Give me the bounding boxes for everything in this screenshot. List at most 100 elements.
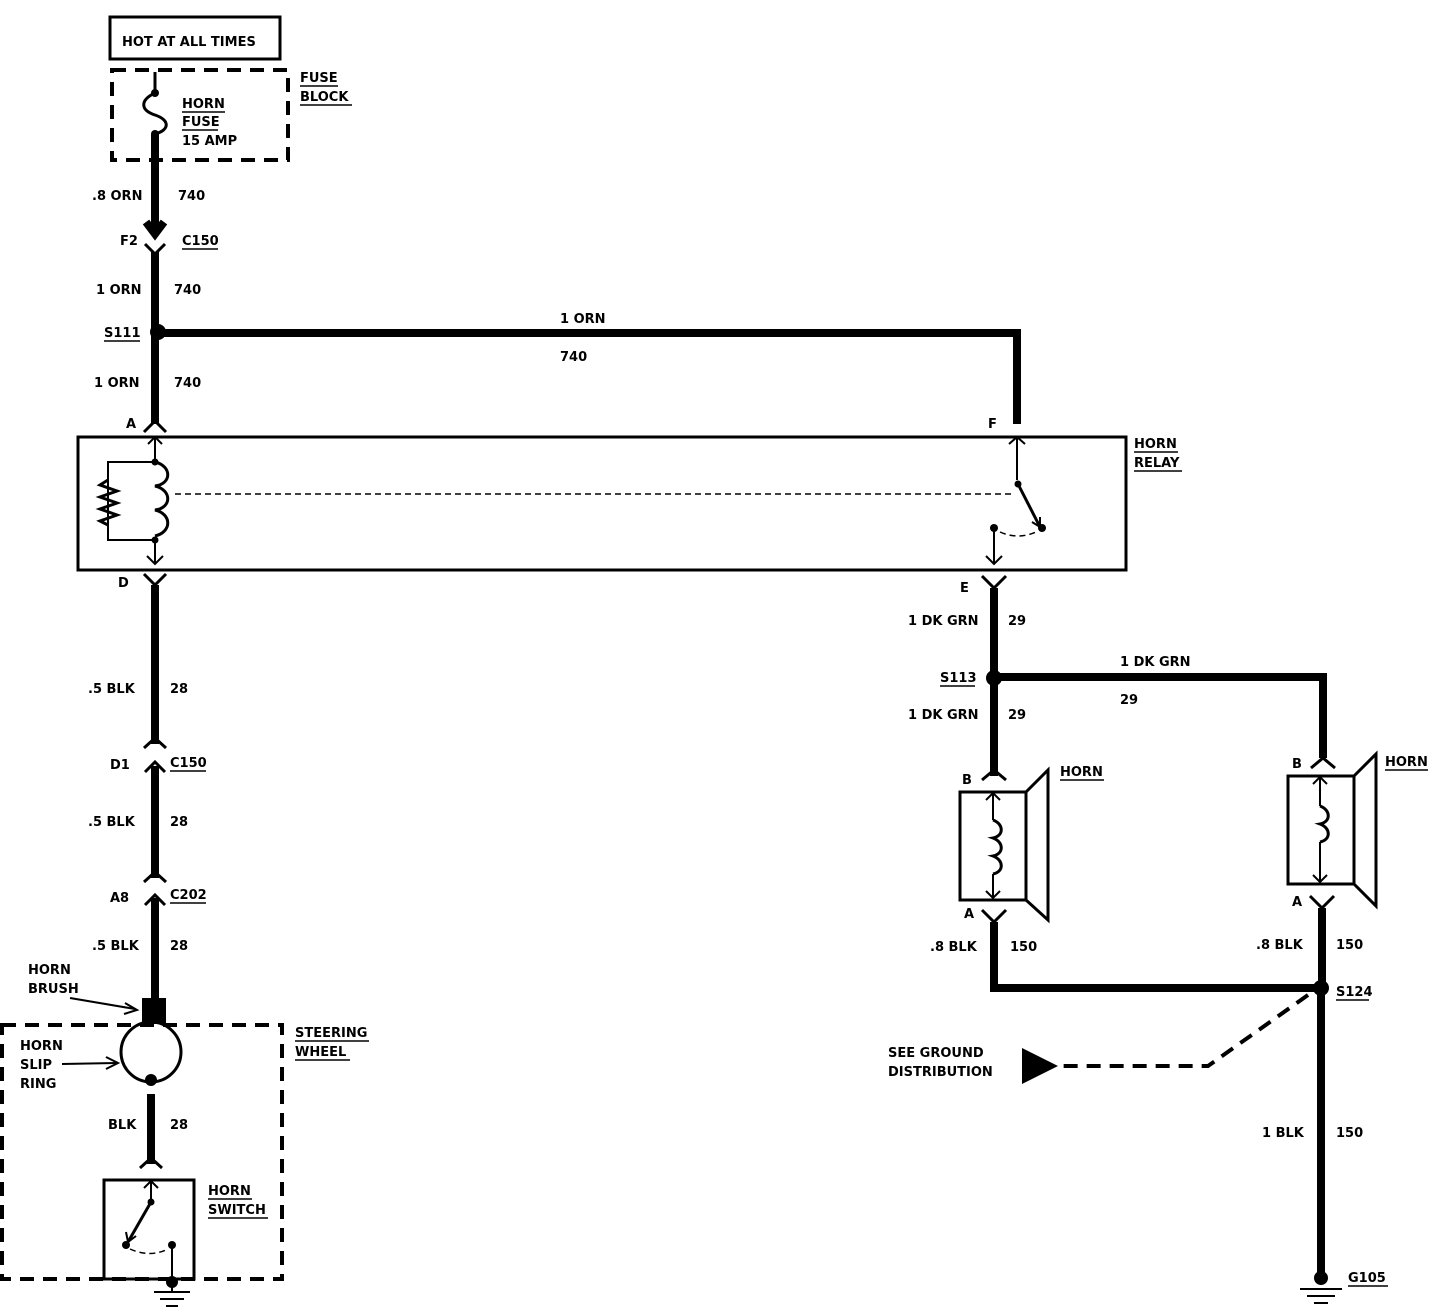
relay-resistor-icon xyxy=(95,478,122,527)
horn-pin-a: A xyxy=(1292,895,1302,910)
horn-fuse-label-line3: 15 AMP xyxy=(182,134,237,149)
relay-pin-e: E xyxy=(960,581,969,596)
wire-circuit-label: 29 xyxy=(1008,708,1026,723)
wire-circuit-label: 150 xyxy=(1336,938,1363,953)
horn-switch-contacts-icon xyxy=(122,1179,176,1282)
horn-switch-label-line2: SWITCH xyxy=(208,1203,266,1218)
relay-pin-f: F xyxy=(988,417,997,432)
see-ground-label-line2: DISTRIBUTION xyxy=(888,1065,993,1080)
horn-fuse-label-line2: FUSE xyxy=(182,115,220,130)
wire-s111-to-relay-f: 1 ORN 740 xyxy=(158,312,1021,424)
wire-color-label: .8 ORN xyxy=(92,189,142,204)
wire-color-label: 1 DK GRN xyxy=(1120,655,1191,670)
fuse-block: FUSE BLOCK HORN FUSE 15 AMP xyxy=(110,68,352,162)
wire-slip-ring-to-switch: BLK 28 xyxy=(108,1094,188,1170)
wire-circuit-label: 150 xyxy=(1336,1126,1363,1141)
connector-pin-label: F2 xyxy=(120,234,138,249)
wire-horn-right-to-s124: .8 BLK 150 xyxy=(1256,894,1363,988)
connector-pin-label: D1 xyxy=(110,758,130,773)
connector-pin-label: A8 xyxy=(110,891,129,906)
horn-right-label: HORN xyxy=(1385,755,1428,770)
wire-circuit-label: 28 xyxy=(170,1118,188,1133)
wire-color-label: 1 ORN xyxy=(96,283,142,298)
horn-relay-label-line2: RELAY xyxy=(1134,456,1180,471)
ground-icon xyxy=(154,1276,190,1307)
wire-circuit-label: 29 xyxy=(1120,693,1138,708)
relay-pin-d: D xyxy=(118,576,129,591)
wire-color-label: .5 BLK xyxy=(92,939,140,954)
horn-left-coil-icon xyxy=(985,791,1003,900)
steering-wheel: STEERING WHEEL HORN BRUSH HORN SLIP RING… xyxy=(0,963,369,1307)
ground-g105: G105 xyxy=(1300,1271,1388,1304)
wire-color-label: .5 BLK xyxy=(88,815,136,830)
horn-slip-ring-icon xyxy=(119,1020,183,1086)
wire-relay-e-to-s113: 1 DK GRN 29 xyxy=(908,574,1026,678)
wire-relay-d-to-c150: .5 BLK 28 xyxy=(88,572,188,750)
horn-relay-label-line1: HORN xyxy=(1134,437,1177,452)
horn-pin-a: A xyxy=(964,907,974,922)
wire-circuit-label: 740 xyxy=(174,283,201,298)
splice-label: S113 xyxy=(940,671,977,686)
wire-circuit-label: 740 xyxy=(560,350,587,365)
splice-label: S111 xyxy=(104,326,141,341)
wire-s124-to-g105: 1 BLK 150 xyxy=(1262,988,1363,1275)
wire-color-label: 1 DK GRN xyxy=(908,708,979,723)
relay-switch-icon xyxy=(985,435,1046,566)
horn-switch: HORN SWITCH xyxy=(102,1178,268,1282)
wire-color-label: 1 DK GRN xyxy=(908,614,979,629)
relay-pin-a: A xyxy=(126,417,136,432)
wire-color-label: BLK xyxy=(108,1118,137,1133)
steering-wheel-label-line2: WHEEL xyxy=(295,1045,346,1060)
connector-label: C202 xyxy=(170,888,207,903)
relay-coil-icon xyxy=(107,435,170,566)
horn-left-label: HORN xyxy=(1060,765,1103,780)
wire-circuit-label: 150 xyxy=(1010,940,1037,955)
wire-circuit-label: 28 xyxy=(170,682,188,697)
horn-fuse-icon xyxy=(142,72,168,138)
wire-color-label: 1 ORN xyxy=(94,376,140,391)
horn-brush-label-line1: HORN xyxy=(28,963,71,978)
wire-circuit-label: 740 xyxy=(178,189,205,204)
slip-ring-label-line3: RING xyxy=(20,1077,56,1092)
wire-c150-to-s111: 1 ORN 740 xyxy=(96,252,201,332)
horn-right-coil-icon xyxy=(1312,775,1330,884)
connector-c150-top: F2 C150 xyxy=(120,234,219,257)
fuse-block-label-line1: FUSE xyxy=(300,71,338,86)
wire-s111-to-relay-a: 1 ORN 740 xyxy=(94,332,201,434)
wire-s113-to-horn-right: 1 DK GRN 29 xyxy=(994,655,1327,758)
power-status-label: HOT AT ALL TIMES xyxy=(122,35,256,50)
wire-color-label: .8 BLK xyxy=(1256,938,1304,953)
power-status-box: HOT AT ALL TIMES xyxy=(108,15,282,61)
horn-left: B A HORN xyxy=(958,765,1104,924)
ground-label: G105 xyxy=(1348,1271,1386,1286)
wire-circuit-label: 28 xyxy=(170,939,188,954)
horn-pin-b: B xyxy=(1292,757,1302,772)
wire-circuit-label: 29 xyxy=(1008,614,1026,629)
slip-ring-label-line1: HORN xyxy=(20,1039,63,1054)
connector-label: C150 xyxy=(182,234,219,249)
horn-fuse-label-line1: HORN xyxy=(182,97,225,112)
horn-pin-b: B xyxy=(962,773,972,788)
splice-label: S124 xyxy=(1336,985,1373,1000)
ground-distribution-reference: SEE GROUND DISTRIBUTION xyxy=(888,993,1310,1084)
horn-brush-icon xyxy=(142,998,166,1024)
horn-brush-label-line2: BRUSH xyxy=(28,982,79,997)
wire-color-label: 1 ORN xyxy=(560,312,606,327)
horn-switch-label-line1: HORN xyxy=(208,1184,251,1199)
horn-right: B A HORN xyxy=(1286,750,1428,910)
fuse-block-label-line2: BLOCK xyxy=(300,90,349,105)
connector-c150-bottom: D1 C150 xyxy=(110,756,207,774)
wire-c150-to-c202: .5 BLK 28 xyxy=(88,766,188,884)
steering-wheel-label-line1: STEERING xyxy=(295,1026,367,1041)
connector-c202: A8 C202 xyxy=(110,888,207,907)
slip-ring-label-line2: SLIP xyxy=(20,1058,52,1073)
wire-horn-left-to-s124: .8 BLK 150 xyxy=(930,908,1321,992)
wire-color-label: .8 BLK xyxy=(930,940,978,955)
connector-label: C150 xyxy=(170,756,207,771)
wire-s113-to-horn-left: 1 DK GRN 29 xyxy=(908,678,1026,782)
horn-relay: HORN RELAY A D F E xyxy=(76,417,1182,596)
see-ground-label-line1: SEE GROUND xyxy=(888,1046,984,1061)
wire-c202-to-brush: .5 BLK 28 xyxy=(92,898,188,1000)
wire-circuit-label: 740 xyxy=(174,376,201,391)
wire-fuse-to-c150: .8 ORN 740 xyxy=(92,134,205,241)
